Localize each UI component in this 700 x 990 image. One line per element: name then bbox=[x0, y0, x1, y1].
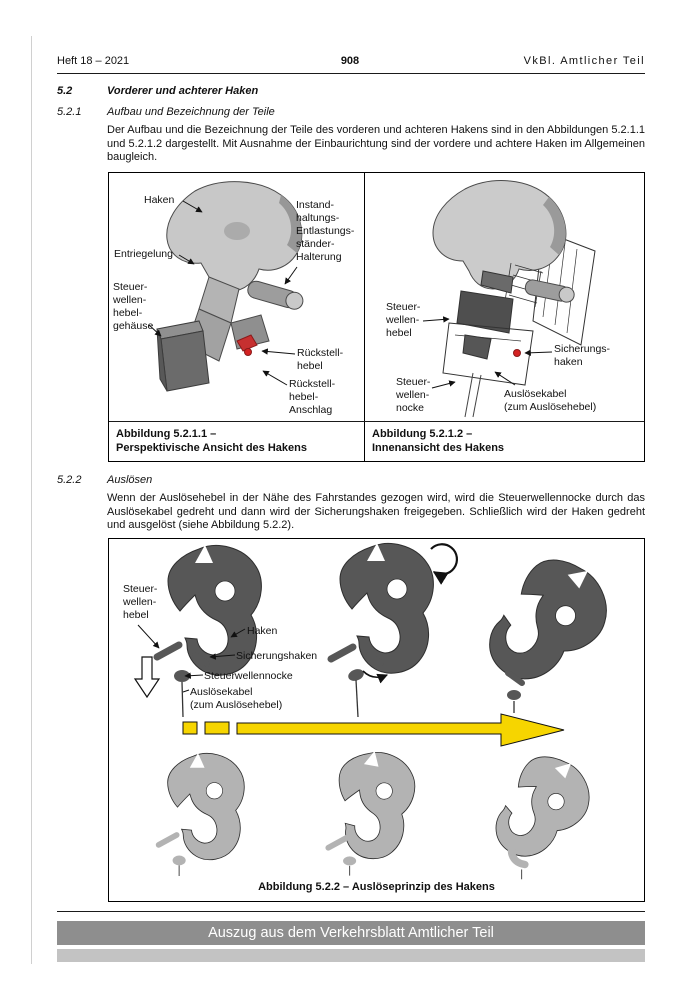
section-5-2-1-number: 5.2.1 bbox=[57, 106, 82, 118]
hook-stage-2 bbox=[327, 542, 459, 718]
holder-pin bbox=[524, 279, 575, 303]
label-entriegelung: Entriegelung bbox=[114, 248, 173, 260]
figure-5212-illustration bbox=[422, 180, 596, 418]
label-steuerwellennocke: Steuer- wellen- nocke bbox=[396, 376, 431, 414]
label-ausloesekabel: Auslösekabel (zum Auslösehebel) bbox=[190, 686, 283, 711]
pull-down-arrow-icon bbox=[133, 656, 161, 699]
figure-5211-5212-box: Haken Instand- haltungs- Entlastungs- st… bbox=[108, 172, 645, 462]
sequence-arrow bbox=[182, 713, 565, 747]
caption-522: Abbildung 5.2.2 – Auslöseprinzip des Hak… bbox=[258, 881, 495, 893]
label-rueckstellhebel: Rückstell- hebel bbox=[297, 347, 344, 372]
panel-divider bbox=[364, 173, 365, 461]
header-rule bbox=[57, 73, 645, 74]
label-ausloesekabel: Auslösekabel (zum Auslösehebel) bbox=[504, 388, 597, 413]
caption-rule bbox=[109, 421, 644, 422]
lever-housing-front bbox=[160, 330, 210, 392]
label-haken: Haken bbox=[247, 625, 278, 637]
page-edge-line bbox=[31, 36, 32, 964]
label-steuerwellennocke: Steuerwellennocke bbox=[204, 670, 293, 682]
hook-stage-5 bbox=[325, 745, 421, 876]
figure-5211-illustration bbox=[148, 181, 304, 392]
base-plate-outline bbox=[442, 322, 534, 386]
footer-bar bbox=[57, 949, 645, 962]
footer-banner: Auszug aus dem Verkehrsblatt Amtlicher T… bbox=[57, 921, 645, 945]
paragraph-5-2-2: Wenn der Auslösehebel in der Nähe des Fa… bbox=[107, 492, 645, 531]
release-cable-lines bbox=[464, 372, 482, 418]
section-5-2-number: 5.2 bbox=[57, 85, 73, 97]
hook-stage-3 bbox=[463, 541, 625, 713]
rotation-arrow-icon bbox=[430, 543, 459, 585]
leader-lines bbox=[137, 624, 246, 693]
holder-pin bbox=[247, 280, 304, 310]
label-steuerwellenhebel: Steuer- wellen- hebel bbox=[123, 583, 158, 621]
reset-lever-shape bbox=[236, 334, 258, 352]
label-sicherungshaken: Sicherungshaken bbox=[236, 650, 318, 662]
section-5-2-title: Vorderer und achterer Haken bbox=[107, 85, 259, 97]
label-sicherungshaken: Sicherungs- haken bbox=[554, 343, 611, 368]
section-5-2-1-title: Aufbau und Bezeichnung der Teile bbox=[107, 106, 275, 118]
leader-lines bbox=[422, 316, 553, 389]
hook-head-shape bbox=[432, 180, 567, 290]
caption-5212: Abbildung 5.2.1.2 – Innenansicht des Hak… bbox=[372, 428, 505, 454]
internal-mechanism bbox=[456, 290, 514, 334]
paragraph-5-2-1: Der Aufbau und die Bezeichnung der Teile… bbox=[107, 124, 645, 163]
caption-5211: Abbildung 5.2.1.1 – Perspektivische Ansi… bbox=[116, 428, 307, 454]
latch-rotation-arrow-icon bbox=[362, 670, 388, 684]
label-haken: Haken bbox=[144, 194, 175, 206]
figure-522-illustration bbox=[133, 541, 625, 880]
footer-rule bbox=[57, 911, 645, 912]
section-5-2-2-title: Auslösen bbox=[107, 474, 153, 486]
header-journal-title: VkBl. Amtlicher Teil bbox=[523, 55, 645, 67]
label-steuerwellenhebel: Steuer- wellen- hebel bbox=[386, 301, 421, 339]
control-shaft-cam bbox=[462, 334, 492, 360]
section-5-2-2-number: 5.2.2 bbox=[57, 474, 82, 486]
hook-stage-4 bbox=[155, 752, 245, 876]
page-number: 908 bbox=[340, 55, 360, 67]
hook-stage-6 bbox=[473, 741, 605, 880]
label-halterung: Instand- haltungs- Entlastungs- ständer-… bbox=[296, 199, 355, 263]
label-gehaeuse: Steuer- wellen- hebel- gehäuse bbox=[113, 281, 154, 332]
figure-522-box: Steuer- wellen- hebel Haken Sicherungsha… bbox=[108, 538, 645, 902]
header-issue: Heft 18 – 2021 bbox=[57, 55, 130, 67]
label-anschlag: Rückstell- hebel- Anschlag bbox=[289, 378, 336, 416]
safety-hook-pivot bbox=[513, 349, 521, 357]
leader-lines bbox=[148, 200, 298, 386]
